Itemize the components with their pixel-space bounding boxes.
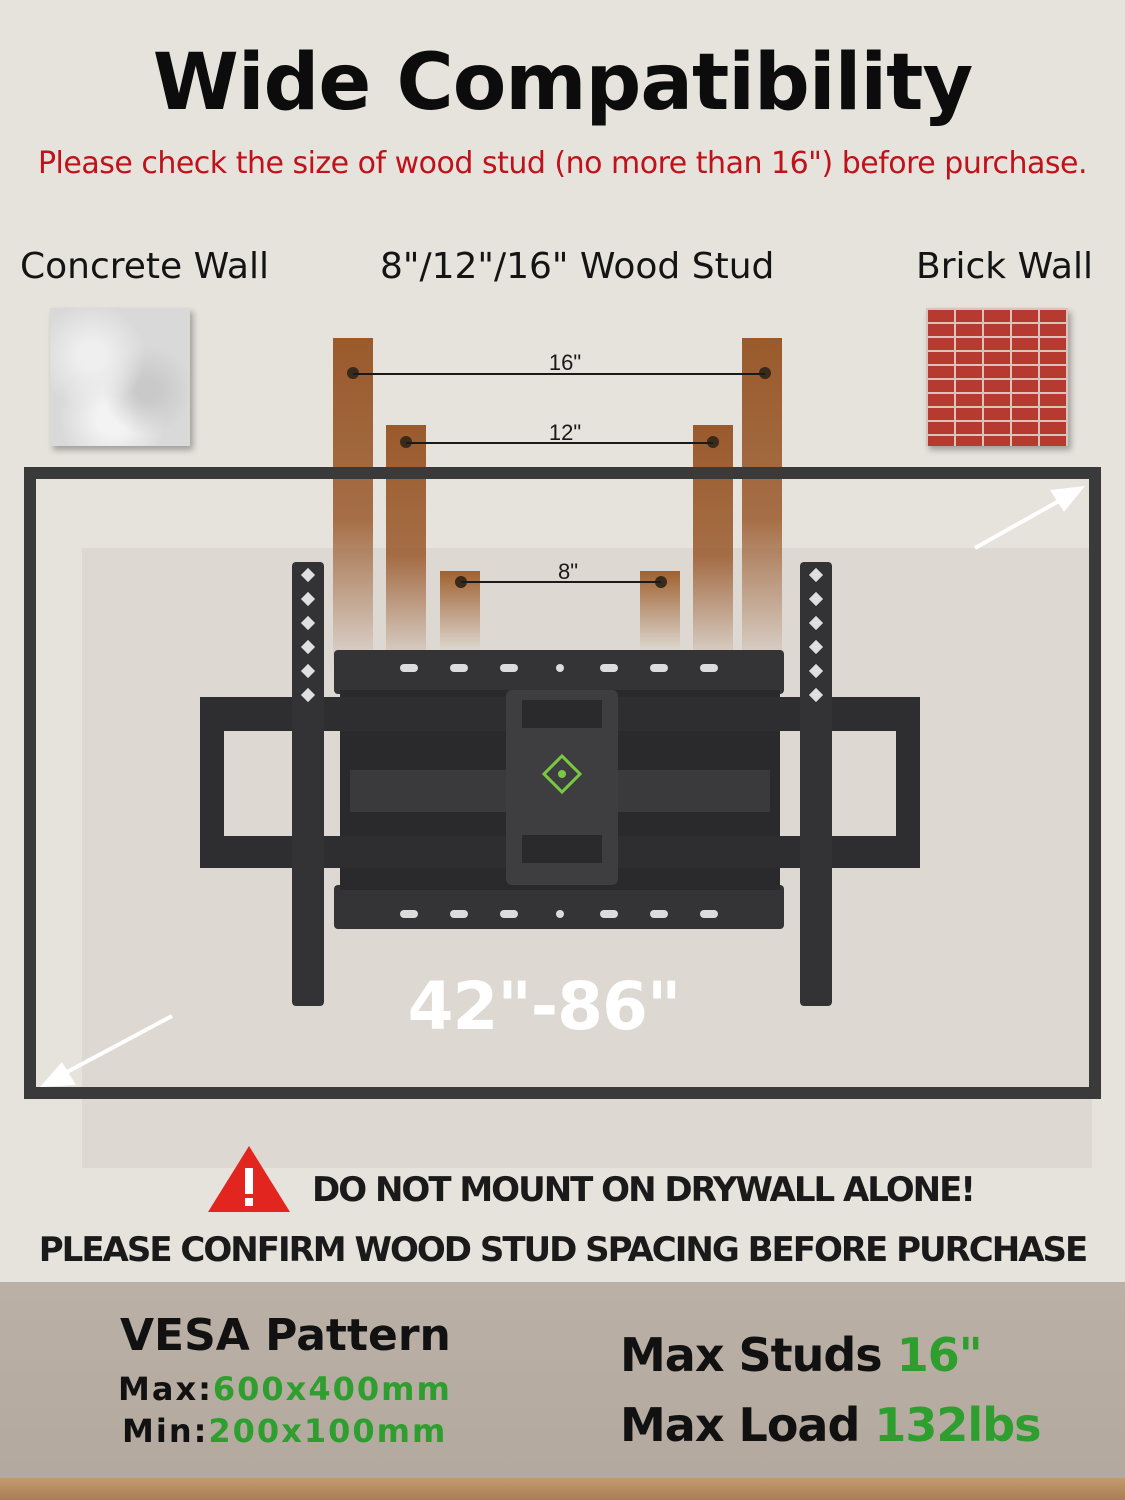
- max-studs-value: 16": [896, 1328, 983, 1382]
- warning-triangle-icon: [208, 1146, 290, 1212]
- tv-frame: [24, 467, 1101, 1099]
- vesa-pattern-title: VESA Pattern: [120, 1310, 451, 1361]
- brick-wall-label: Brick Wall: [916, 246, 1093, 287]
- concrete-wall-label: Concrete Wall: [20, 246, 269, 287]
- vesa-max-row: Max:600x400mm: [118, 1370, 452, 1408]
- spacing-8-label: 8": [558, 559, 578, 584]
- spacing-16-label: 16": [549, 350, 581, 375]
- max-studs-row: Max Studs 16": [620, 1328, 983, 1382]
- vesa-min-row: Min:200x100mm: [122, 1412, 447, 1450]
- stud-16-left: [333, 338, 373, 668]
- tv-size-range: 42"-86": [407, 968, 682, 1045]
- wood-stud-label: 8"/12"/16" Wood Stud: [380, 246, 775, 287]
- brand-logo-icon: [541, 753, 583, 795]
- drywall-warning: DO NOT MOUNT ON DRYWALL ALONE!: [312, 1170, 976, 1210]
- spec-panel: [0, 1282, 1125, 1500]
- spacing-12-label: 12": [549, 420, 581, 445]
- max-load-row: Max Load 132lbs: [620, 1398, 1042, 1452]
- max-load-label: Max Load: [620, 1398, 860, 1452]
- wood-studs: [333, 338, 782, 668]
- stud-12-right: [693, 425, 733, 665]
- vesa-max-value: 600x400mm: [212, 1370, 452, 1408]
- arrow-expand-icon: [40, 486, 1085, 1087]
- vesa-min-value: 200x100mm: [208, 1412, 448, 1450]
- brick-wall-swatch: [926, 308, 1068, 446]
- stud-12-left: [386, 425, 426, 665]
- mount-illustration: 16" 12" 8": [24, 338, 1101, 1212]
- max-load-value: 132lbs: [874, 1398, 1041, 1452]
- concrete-wall-swatch: [50, 308, 190, 446]
- stud-spacing-warning: PLEASE CONFIRM WOOD STUD SPACING BEFORE …: [38, 1230, 1088, 1270]
- stud-16-right: [742, 338, 782, 668]
- vesa-max-label: Max:: [118, 1370, 213, 1408]
- page-title: Wide Compatibility: [152, 38, 973, 128]
- tv-bracket: [200, 562, 920, 1006]
- purchase-notice: Please check the size of wood stud (no m…: [37, 146, 1088, 181]
- vesa-min-label: Min:: [122, 1412, 209, 1450]
- max-studs-label: Max Studs: [620, 1328, 883, 1382]
- floor-strip: [0, 1478, 1125, 1500]
